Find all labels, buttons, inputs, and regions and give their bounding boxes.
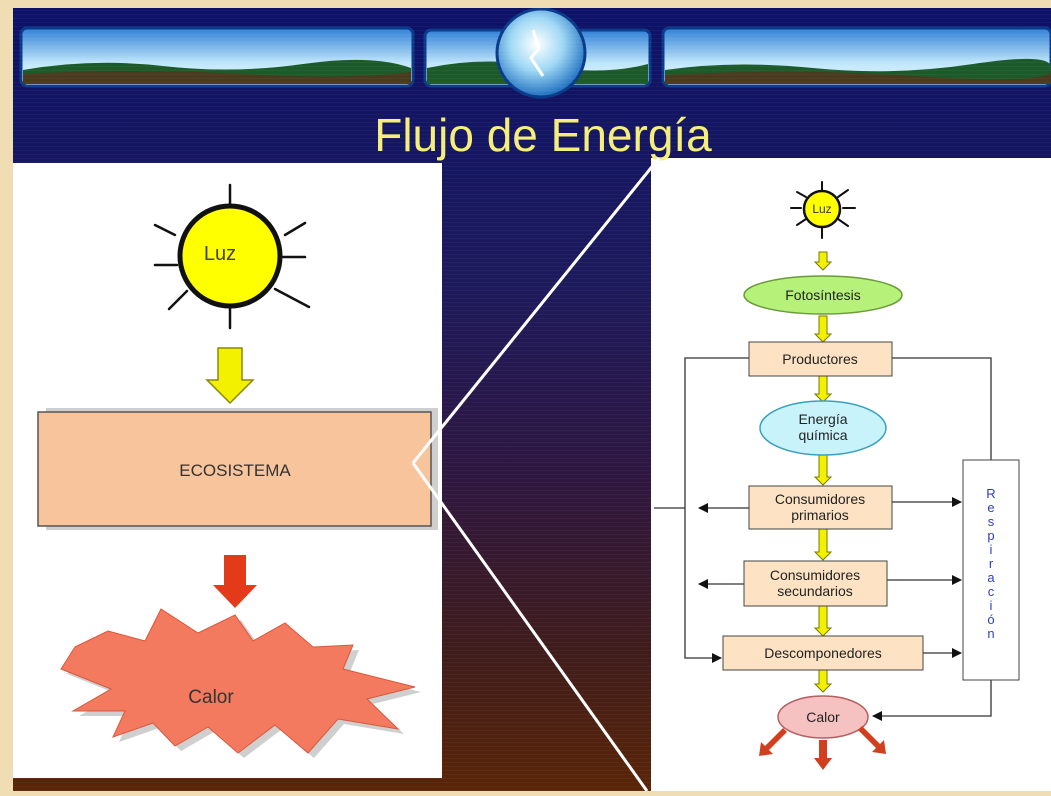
respiration-letter: p <box>987 528 994 543</box>
photosynthesis-node <box>743 275 903 315</box>
landscape-banner <box>19 8 1051 99</box>
heat-out-arrows <box>759 726 886 770</box>
ecosystem-box <box>37 411 432 527</box>
respiration-letter: r <box>989 556 994 571</box>
chemical-energy-label-1: Energía <box>798 411 847 427</box>
chemical-energy-node <box>759 400 887 456</box>
sun-icon <box>177 203 283 309</box>
heat-label: Calor <box>188 687 234 708</box>
primary-consumers-label-1: Consumidores <box>775 491 865 507</box>
slide-title: Flujo de Energía <box>374 109 712 161</box>
primary-consumers-box <box>748 485 893 530</box>
respiration-letter: a <box>987 570 995 585</box>
heat-burst <box>60 608 416 754</box>
right-diagram-panel: Luz Fotosíntesis Productor <box>651 158 1051 791</box>
yellow-flow-arrows <box>813 251 833 693</box>
producers-box <box>748 341 893 377</box>
photosynthesis-label: Fotosíntesis <box>785 287 860 303</box>
respiration-letter: R <box>986 486 995 501</box>
respiration-letter: i <box>990 542 993 557</box>
left-diagram-panel: Luz ECOSISTEMA Calor <box>13 163 442 778</box>
chemical-energy-label-2: química <box>798 427 847 443</box>
heat-node-label: Calor <box>806 709 840 725</box>
heat-node <box>777 695 869 739</box>
respiration-letter: c <box>988 584 995 599</box>
respiration-letter: ó <box>987 612 994 627</box>
producers-label: Productores <box>782 351 857 367</box>
respiration-letter: s <box>988 514 995 529</box>
secondary-consumers-box <box>743 560 888 607</box>
respiration-letter: n <box>987 626 994 641</box>
feedback-lines <box>654 357 992 721</box>
small-sun-icon <box>802 189 842 229</box>
respiration-letter: e <box>987 500 994 515</box>
secondary-consumers-label-2: secundarios <box>777 583 853 599</box>
light-arrow <box>205 347 255 405</box>
heat-arrow <box>213 555 257 608</box>
secondary-consumers-label-1: Consumidores <box>770 567 860 583</box>
small-sun-label: Luz <box>812 202 831 216</box>
ecosystem-energy-diagram: Luz ECOSISTEMA Calor <box>37 183 438 758</box>
energy-flow-detail-diagram: Luz Fotosíntesis Productor <box>654 181 1020 770</box>
respiration-box <box>962 459 1020 681</box>
primary-consumers-label-2: primarios <box>791 507 849 523</box>
decomposers-label: Descomponedores <box>764 645 882 661</box>
decomposers-box <box>722 635 924 671</box>
ecosystem-label: ECOSISTEMA <box>179 461 291 480</box>
sun-label: Luz <box>204 243 236 265</box>
respiration-letter: i <box>990 598 993 613</box>
